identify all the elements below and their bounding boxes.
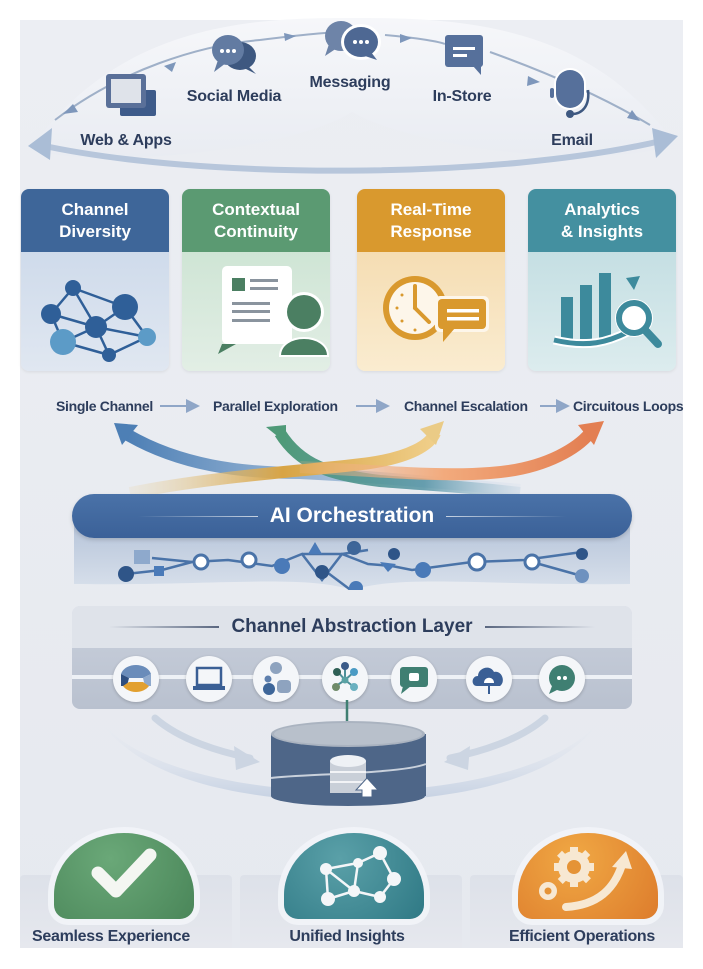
in-store-note-icon: [445, 35, 483, 75]
outcome-label-efficient-operations: Efficient Operations: [508, 928, 656, 945]
journey-step-single-channel: Single Channel: [56, 398, 153, 414]
data-hub: [100, 700, 600, 806]
channel-label-email: Email: [551, 132, 593, 149]
divider-line: [109, 626, 220, 628]
ai-orchestration-layer: AI Orchestration: [72, 494, 632, 590]
abstraction-node-hub[interactable]: [322, 656, 368, 702]
inflow-arrow-left: [234, 746, 260, 770]
outcome-dome-seamless: [54, 833, 194, 919]
laptop-icon: [193, 666, 225, 690]
journey-arrow-blue: [114, 423, 138, 445]
channel-label-in-store: In-Store: [432, 88, 492, 105]
divider-line: [137, 515, 258, 517]
journey-step-channel-escalation: Channel Escalation: [404, 398, 528, 414]
outcome-label-seamless-experience: Seamless Experience: [32, 928, 190, 945]
abstraction-node-cloud[interactable]: [466, 656, 512, 702]
orchestration-base: [74, 524, 630, 590]
abstraction-node-people[interactable]: [253, 656, 299, 702]
gears-growth-icon: [539, 847, 632, 911]
web-apps-icon: [106, 74, 156, 116]
orchestration-banner: AI Orchestration: [72, 494, 632, 538]
cloud-upload-icon: [472, 667, 503, 694]
abstraction-title: Channel Abstraction Layer: [231, 616, 473, 637]
user-hub-icon: [121, 665, 151, 692]
arc-arrowhead-left: [28, 128, 52, 160]
pillar-title: Analytics& Insights: [528, 189, 676, 252]
abstraction-node-chat[interactable]: [391, 656, 437, 702]
hub-network-icon: [332, 662, 358, 691]
journey-arrow-orange: [578, 421, 604, 445]
chat-dots-icon: [549, 665, 575, 694]
journey-step-parallel-exploration: Parallel Exploration: [213, 398, 338, 414]
channel-label-messaging: Messaging: [309, 74, 391, 91]
journey-flow: [114, 399, 604, 495]
pillar-card-analytics-insights: Analytics& Insights: [528, 189, 676, 371]
social-chat-icon: [212, 35, 256, 74]
messaging-bubbles-icon: [325, 21, 381, 60]
divider-line: [484, 626, 595, 628]
outcome-dome-unified: [284, 833, 424, 919]
profile-document-icon: [218, 266, 330, 357]
database-upload-icon: [330, 755, 380, 798]
channel-label-social-media: Social Media: [186, 88, 282, 105]
channel-label-web-apps: Web & Apps: [80, 132, 172, 149]
network-nodes-icon: [41, 280, 156, 362]
outcome-label-unified-insights: Unified Insights: [289, 928, 405, 945]
channel-arc: [28, 18, 678, 174]
divider-line: [446, 515, 567, 517]
chart-magnifier-icon: [552, 273, 662, 349]
people-group-icon: [263, 662, 291, 695]
orchestration-title: AI Orchestration: [269, 504, 435, 527]
inflow-arrow-right: [444, 746, 470, 770]
chat-square-icon: [400, 667, 428, 694]
journey-arrow-green: [266, 425, 286, 443]
abstraction-node-laptop[interactable]: [186, 656, 232, 702]
checkmark-icon: [91, 848, 157, 898]
journey-arrow-yellow: [420, 421, 444, 445]
outcome-dome-efficient: [518, 833, 658, 919]
journey-step-circuitous-loops: Circuitous Loops: [573, 398, 684, 414]
abstraction-node-chat-dots[interactable]: [539, 656, 585, 702]
clock-chat-icon: [383, 276, 489, 342]
abstraction-node-user-hub[interactable]: [113, 656, 159, 702]
network-graph-icon: [320, 846, 401, 906]
channel-abstraction-layer: Channel Abstraction Layer: [72, 606, 632, 709]
arc-arrowhead-right: [652, 128, 678, 158]
headset-icon: [550, 68, 590, 118]
